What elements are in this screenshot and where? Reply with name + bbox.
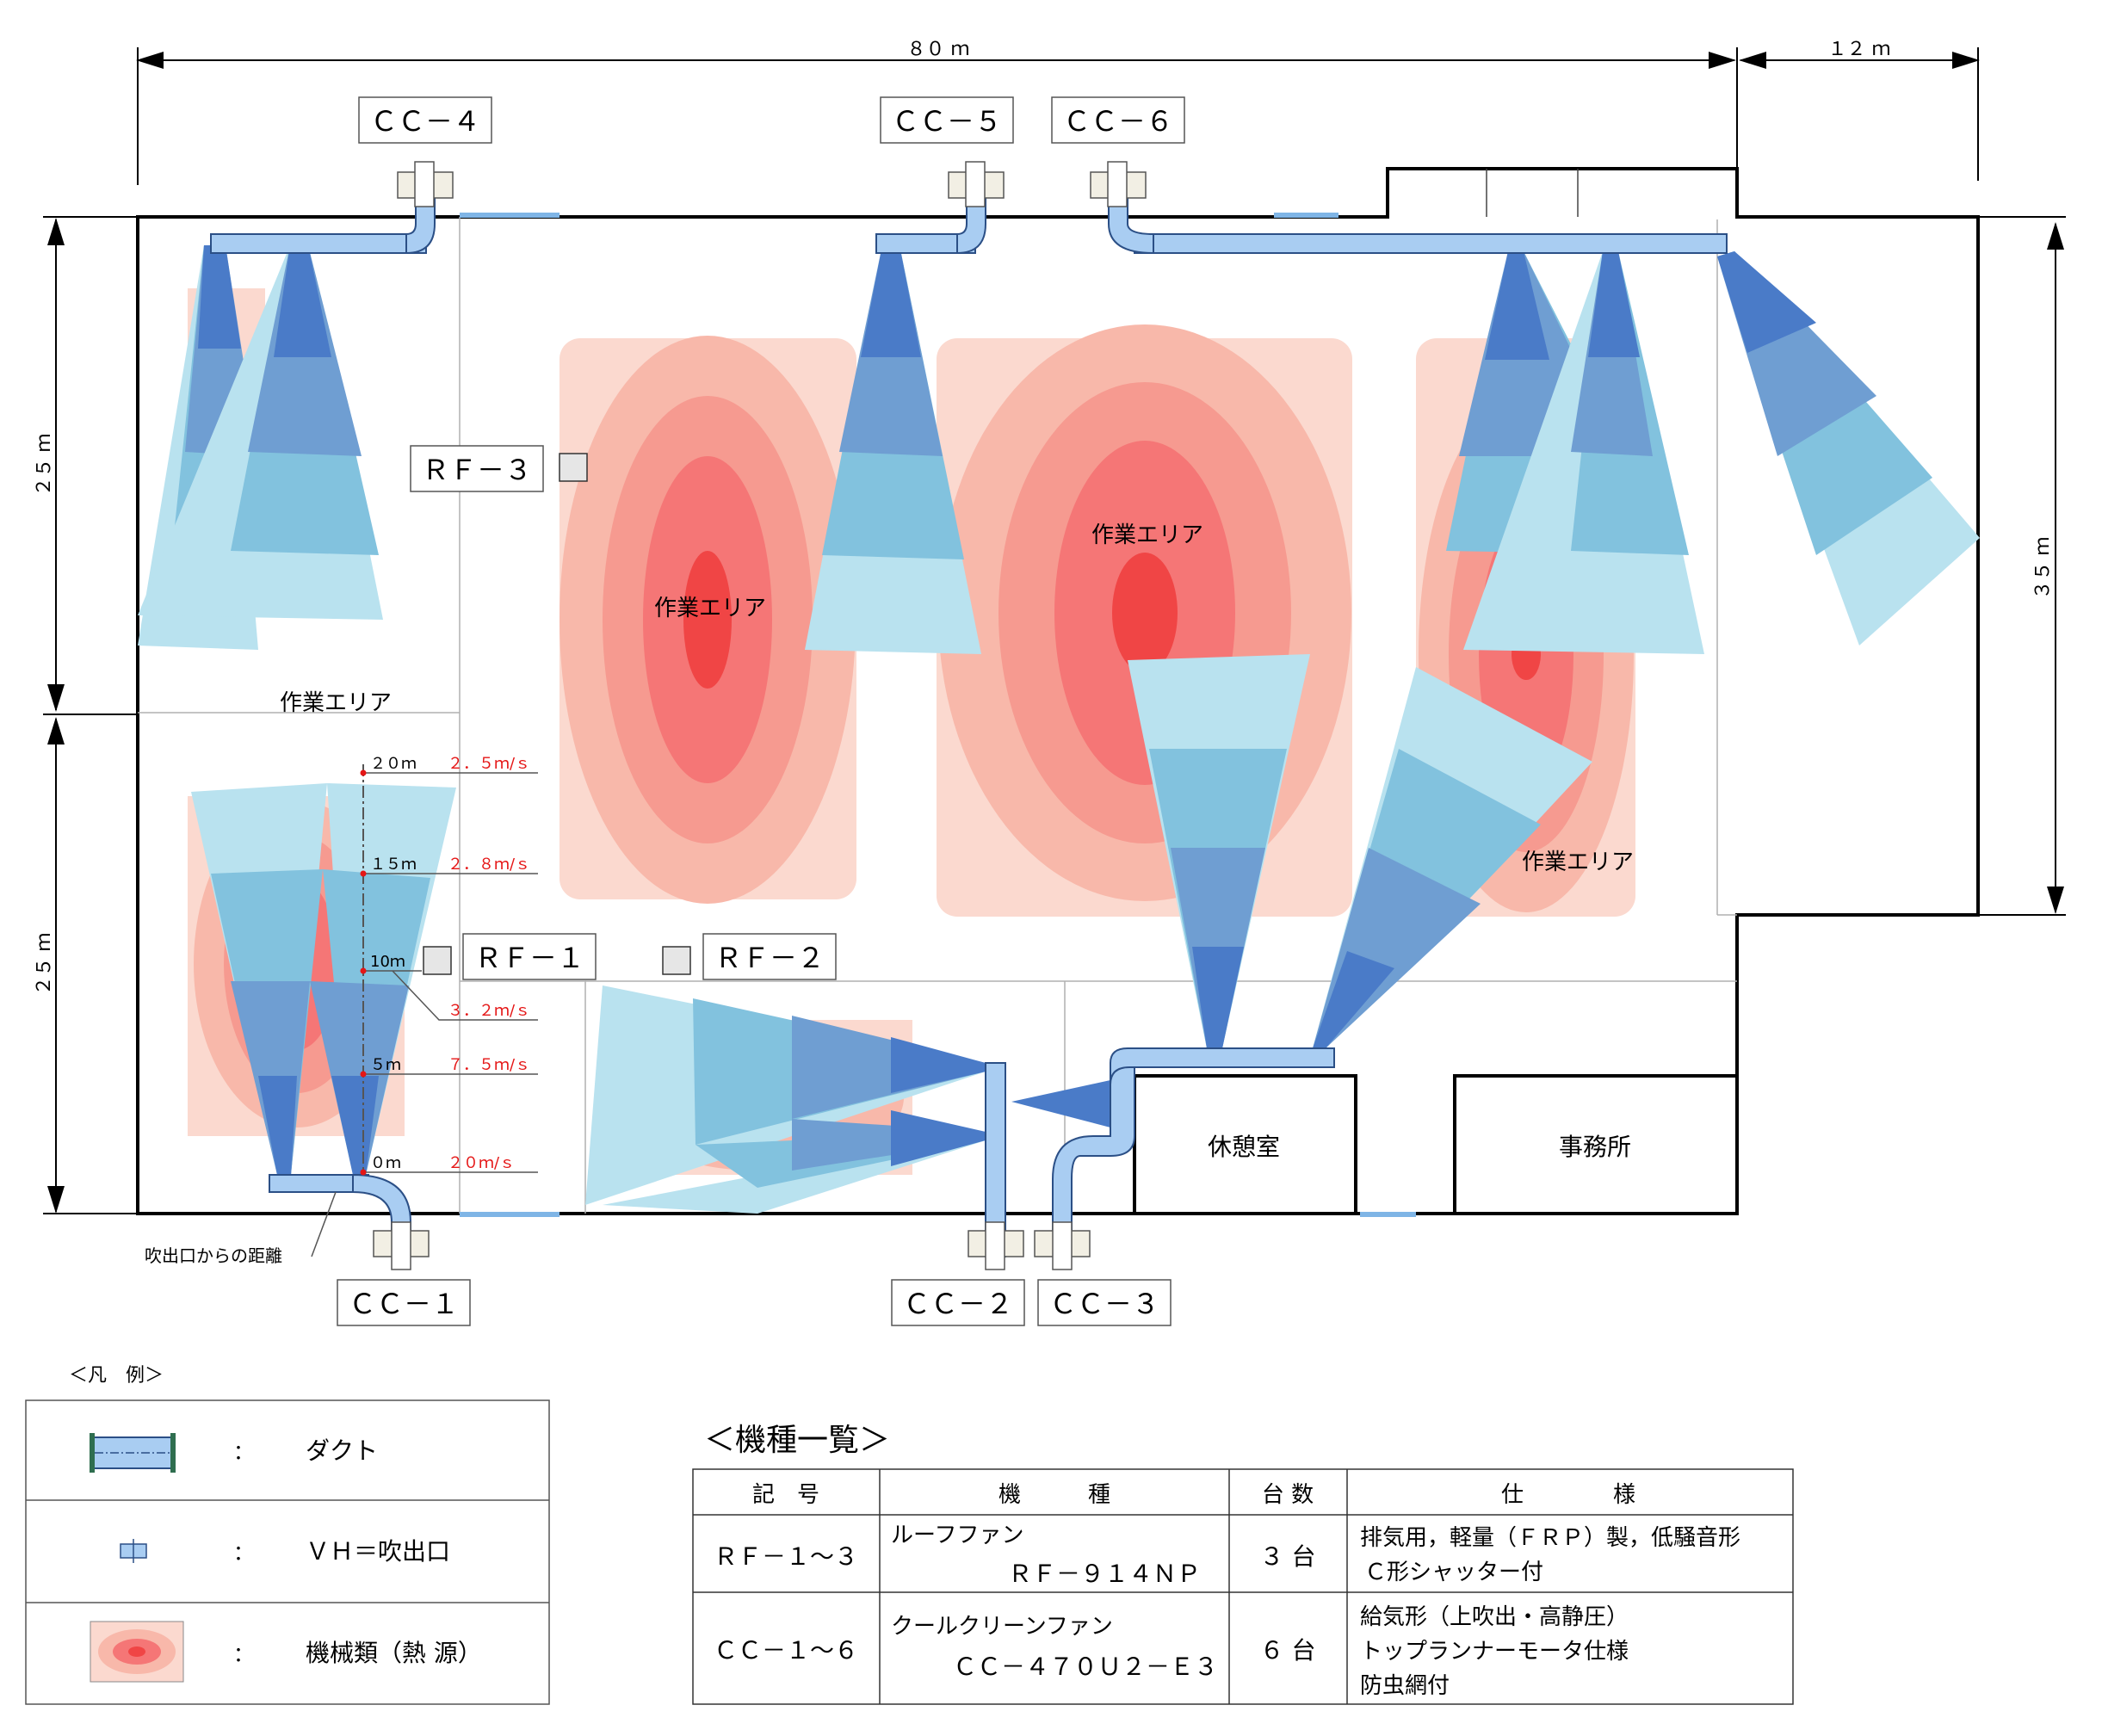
legend-sep-2: ： [233, 1642, 254, 1666]
fan-cc3 [1034, 1221, 1091, 1270]
scale-distance-0: ２０ｍ [370, 755, 417, 773]
roof-fans [423, 453, 691, 975]
fan-cc1 [373, 1221, 430, 1270]
equipment-table [692, 1468, 1794, 1705]
legend-title: ＜凡 例＞ [69, 1365, 164, 1387]
scale-distance-4: ０ｍ [370, 1154, 401, 1172]
table-header-type: 機 種 [998, 1482, 1110, 1508]
row2-model: ＣＣ－４７０Ｕ２－Ｅ３ [953, 1653, 1218, 1681]
label-work-left: 作業エリア [280, 690, 392, 716]
legend-label-heat: 機械類（熱 源） [306, 1639, 482, 1667]
label-cc2: ＣＣ－２ [903, 1288, 1013, 1320]
roof-fan-rf2 [662, 946, 691, 975]
scale-velocity-4: ２０ｍ/ｓ [448, 1154, 515, 1172]
fan-cc2 [968, 1221, 1024, 1270]
scale-velocity-0: ２．５ｍ/ｓ [448, 755, 530, 773]
legend-sep-1: ： [233, 1541, 254, 1565]
scale-velocity-1: ２．８ｍ/ｓ [448, 856, 530, 874]
plume-cc3-b [1313, 667, 1592, 1048]
label-rf2: ＲＦ－２ [714, 942, 825, 974]
heat-source-center [937, 324, 1352, 917]
row2-spec-3: 防虫網付 [1360, 1673, 1450, 1699]
legend-heat-symbol [90, 1621, 184, 1683]
scale-distance-2: 10ｍ [370, 953, 405, 971]
legend-label-duct: ダクト [306, 1436, 378, 1465]
plume-cc5 [805, 245, 981, 654]
scale-velocity-3: ７．５ｍ/ｓ [448, 1056, 530, 1074]
table-header-spec: 仕 様 [1501, 1482, 1635, 1508]
fan-cc5 [948, 161, 1005, 207]
label-cc1: ＣＣ－１ [349, 1288, 459, 1320]
scale-distance-1: １５ｍ [370, 856, 417, 874]
fan-cc4 [397, 161, 454, 207]
plume-cc4-b [138, 245, 383, 620]
air-plumes [138, 245, 1980, 1214]
plume-cc1-a [191, 783, 327, 1175]
label-rf3: ＲＦ－３ [422, 454, 532, 486]
fan-cc6 [1090, 161, 1147, 207]
label-cc4: ＣＣ－４ [370, 105, 480, 138]
label-cc5: ＣＣ－５ [892, 105, 1002, 138]
scale-velocity-2: ３．２ｍ/ｓ [448, 1002, 530, 1020]
dim-top-right: １２ ｍ [1828, 39, 1891, 60]
label-work-center-left: 作業エリア [654, 596, 766, 621]
label-work-center: 作業エリア [1091, 522, 1203, 548]
cc-fans [373, 161, 1147, 1270]
legend-sep-0: ： [233, 1440, 254, 1464]
label-cc6: ＣＣ－６ [1063, 105, 1173, 138]
row1-qty: ３ 台 [1260, 1542, 1316, 1571]
row1-spec-1: 排気用，軽量（ＦＲＰ）製，低騒音形 [1360, 1525, 1740, 1551]
roof-fan-rf1 [423, 946, 452, 975]
label-work-right: 作業エリア [1522, 849, 1634, 875]
row1-type-name: ルーフファン [891, 1523, 1023, 1548]
label-rf1: ＲＦ－１ [474, 942, 584, 974]
plume-cc2-a [585, 985, 986, 1205]
scale-distance-3: ５ｍ [370, 1056, 401, 1074]
label-cc3: ＣＣ－３ [1049, 1288, 1159, 1320]
table-header-qty: 台 数 [1262, 1482, 1314, 1508]
heat-source-center-left [560, 336, 856, 904]
plume-cc3-a [1128, 654, 1310, 1048]
row2-qty: ６ 台 [1260, 1636, 1316, 1665]
legend-outlet-symbol [120, 1539, 147, 1563]
label-office: 事務所 [1559, 1133, 1631, 1161]
plume-cc2-b [603, 1110, 986, 1214]
unit-labels [337, 96, 1185, 1326]
distance-scale [311, 764, 538, 1257]
plume-cc6-c [1717, 251, 1980, 646]
legend-label-outlet: ＶＨ＝吹出口 [306, 1537, 450, 1566]
row1-symbol: ＲＦ－１～３ [714, 1542, 858, 1571]
dim-left-lower: ２５ ｍ [34, 933, 55, 996]
plume-cc6-b [1463, 251, 1704, 654]
rest-room [1133, 1074, 1357, 1215]
row2-symbol: ＣＣ－１～６ [714, 1636, 858, 1665]
label-rest-room: 休憩室 [1208, 1133, 1280, 1161]
table-header-symbol: 記 号 [752, 1482, 819, 1508]
scale-caption: 吹出口からの距離 [145, 1245, 282, 1266]
roof-fan-rf3 [559, 453, 588, 482]
dim-top-total: ８０ ｍ [907, 39, 970, 60]
row2-spec-1: 給気形（上吹出・高静圧） [1360, 1604, 1629, 1630]
row2-type-name: クールクリーンファン [891, 1614, 1113, 1640]
dim-right: ３５ ｍ [2032, 537, 2054, 600]
row2-spec-2: トップランナーモータ仕様 [1360, 1639, 1629, 1665]
office [1453, 1074, 1739, 1215]
plume-cc1-b [310, 783, 456, 1175]
table-title: ＜機種一覧＞ [704, 1423, 890, 1458]
dim-left-upper: ２５ ｍ [34, 434, 55, 497]
row1-spec-2: Ｃ形シャッター付 [1364, 1560, 1543, 1585]
legend-box [25, 1399, 550, 1705]
plume-cc3-small [1011, 1080, 1110, 1127]
legend-duct-symbol [90, 1433, 176, 1473]
rooms [1133, 1074, 1739, 1215]
row1-model: ＲＦ－９１４ＮＰ [1008, 1560, 1201, 1588]
